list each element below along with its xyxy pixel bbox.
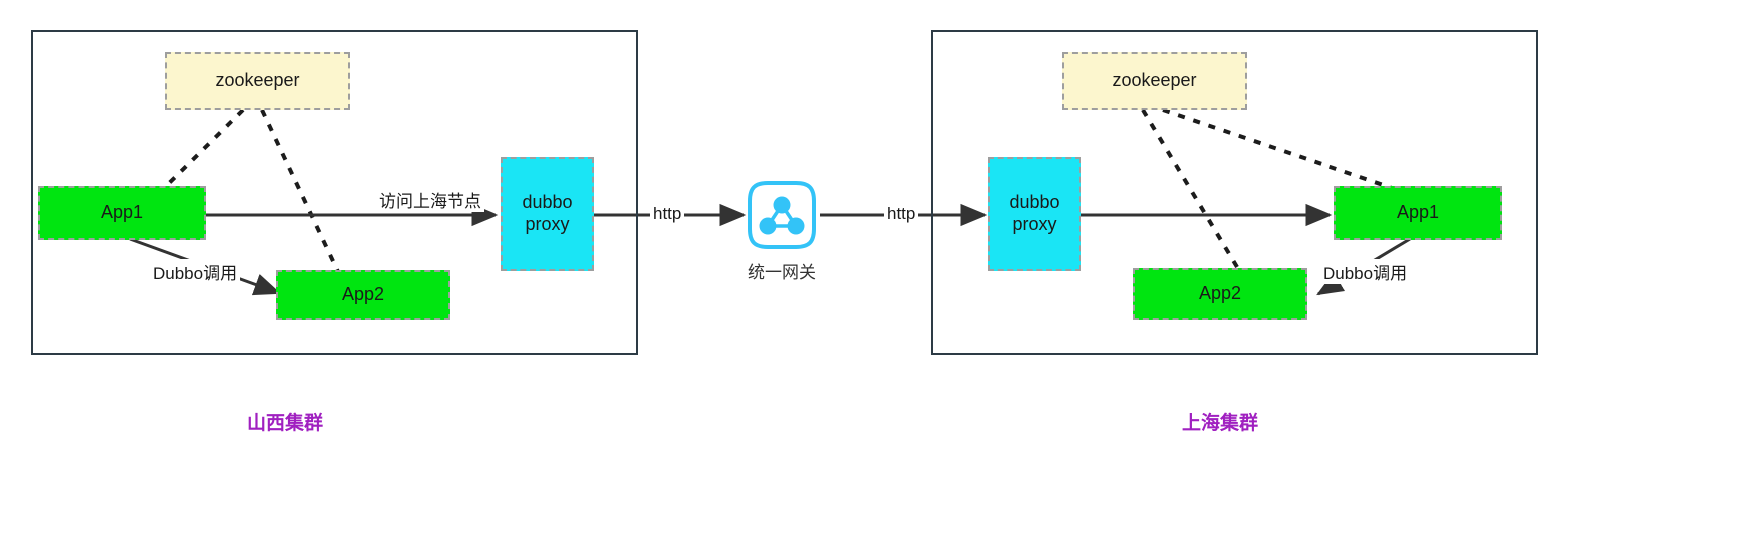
- network-nodes-icon: [748, 181, 816, 249]
- node-zookeeper-shanxi[interactable]: zookeeper: [165, 52, 350, 110]
- gateway-icon-wrapper[interactable]: [746, 179, 818, 251]
- edge-zk-to-app2-right: [1141, 108, 1245, 279]
- node-app2-shanxi[interactable]: App2: [276, 270, 450, 320]
- node-dubbo-proxy-shanghai[interactable]: dubbo proxy: [988, 157, 1081, 271]
- node-app1-shanxi[interactable]: App1: [38, 186, 206, 240]
- node-zookeeper-shanghai[interactable]: zookeeper: [1062, 52, 1247, 110]
- node-app1-shanghai[interactable]: App1: [1334, 186, 1502, 240]
- node-dubbo-proxy-shanxi[interactable]: dubbo proxy: [501, 157, 594, 271]
- cluster-caption-shanxi: 山西集群: [246, 413, 323, 434]
- cluster-caption-shanghai: 上海集群: [1181, 413, 1258, 434]
- edge-label-http-left: http: [650, 204, 685, 224]
- edge-label-dubbo-call-shanghai: Dubbo调用: [1320, 259, 1411, 284]
- cluster-frame-shanghai: [931, 30, 1538, 355]
- gateway-caption: 统一网关: [748, 263, 816, 282]
- node-app2-shanghai[interactable]: App2: [1133, 268, 1307, 320]
- edge-label-http-right: http: [884, 204, 919, 224]
- edge-label-dubbo-call-shanxi: Dubbo调用: [150, 259, 241, 284]
- cluster-frame-shanxi: [31, 30, 638, 355]
- edge-label-visit-shanghai: 访问上海节点: [376, 187, 484, 212]
